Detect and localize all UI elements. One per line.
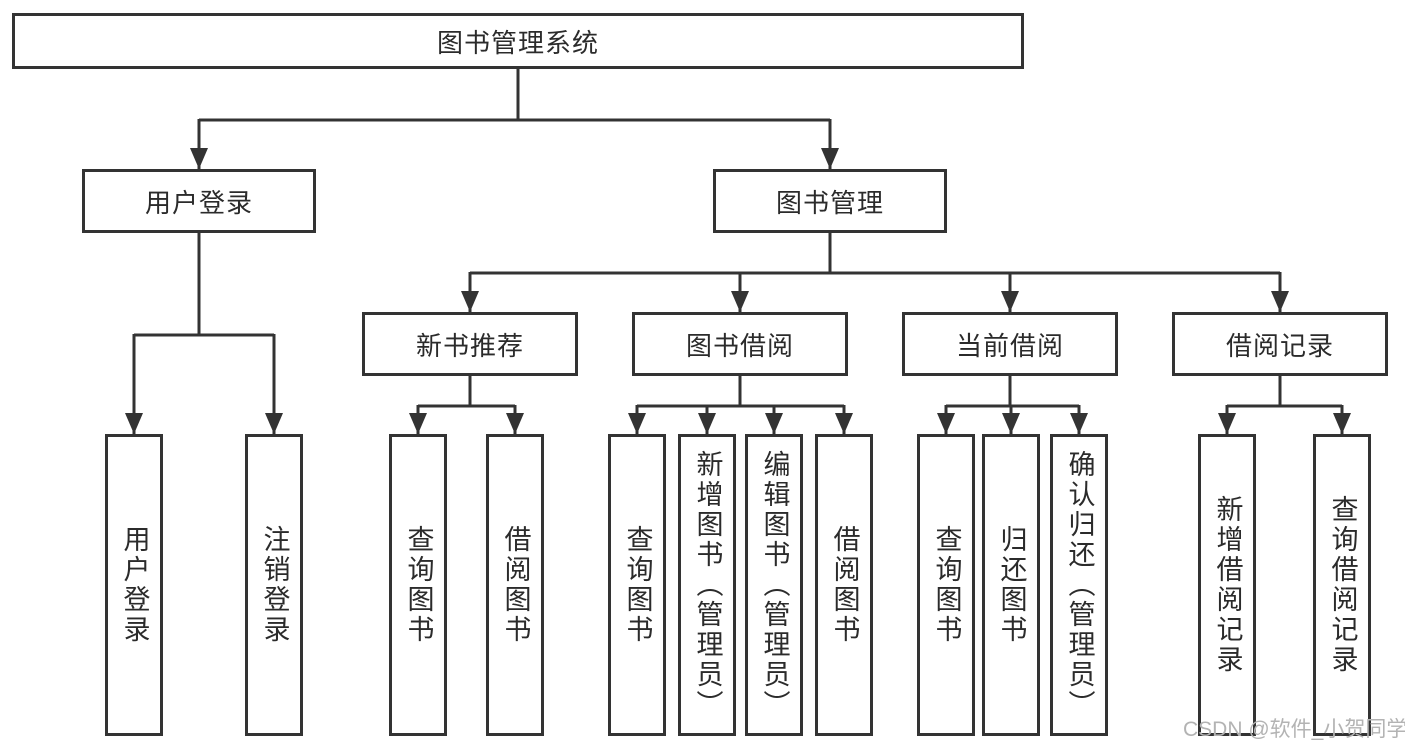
- node-add-book-admin: 新增图书（管理员）: [678, 434, 736, 736]
- node-borrow-records: 借阅记录: [1172, 312, 1388, 376]
- node-borrow-books-recommend: 借阅图书: [486, 434, 544, 736]
- node-root: 图书管理系统: [12, 13, 1024, 69]
- node-confirm-return-admin: 确认归还（管理员）: [1050, 434, 1108, 736]
- node-query-borrow-record: 查询借阅记录: [1313, 434, 1371, 736]
- node-book-management: 图书管理: [713, 169, 947, 233]
- node-current-borrow: 当前借阅: [902, 312, 1118, 376]
- node-add-borrow-record: 新增借阅记录: [1198, 434, 1256, 736]
- node-user-login: 用户登录: [82, 169, 316, 233]
- node-logout-leaf: 注销登录: [245, 434, 303, 736]
- node-query-books-borrow: 查询图书: [608, 434, 666, 736]
- node-book-borrow: 图书借阅: [632, 312, 848, 376]
- node-new-book-recommend: 新书推荐: [362, 312, 578, 376]
- node-edit-book-admin: 编辑图书（管理员）: [745, 434, 803, 736]
- node-borrow-books-leaf: 借阅图书: [815, 434, 873, 736]
- node-user-login-leaf: 用户登录: [105, 434, 163, 736]
- node-query-books-current: 查询图书: [917, 434, 975, 736]
- csdn-watermark: CSDN @软件_小贺同学: [1183, 718, 1405, 741]
- node-query-books-recommend: 查询图书: [389, 434, 447, 736]
- node-return-book: 归还图书: [982, 434, 1040, 736]
